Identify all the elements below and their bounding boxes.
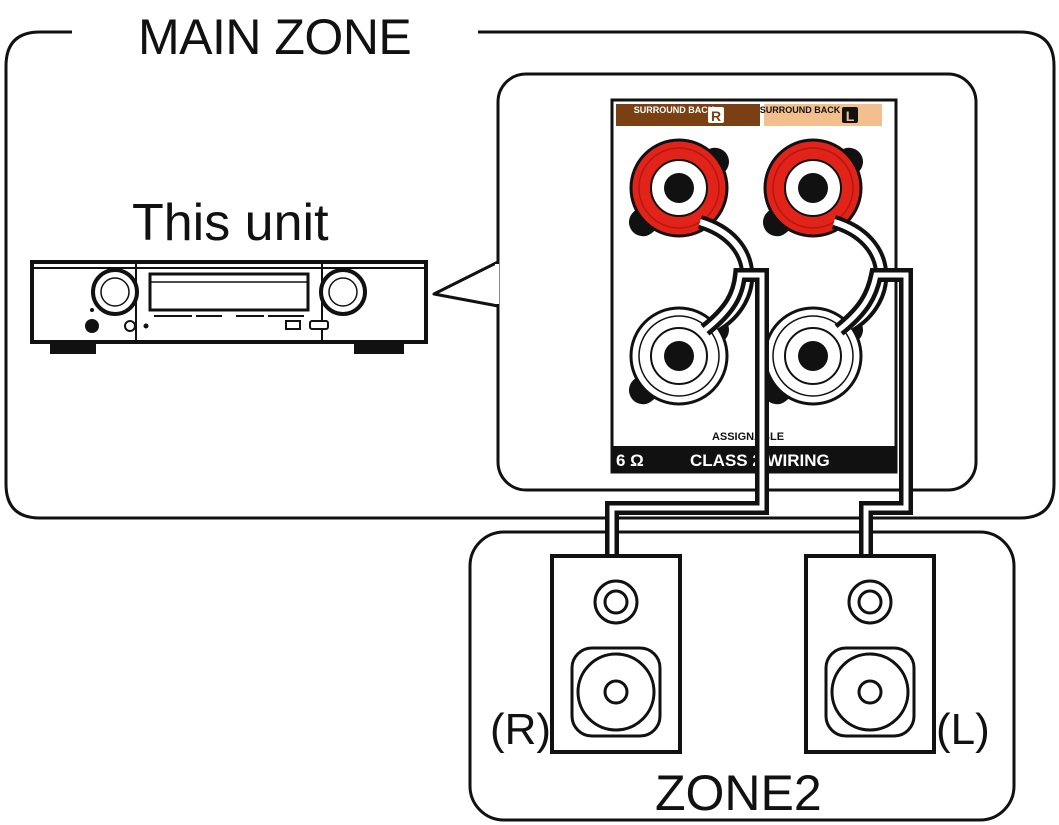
main-zone-frame bbox=[4, 30, 1056, 520]
terminal-left-positive bbox=[762, 138, 864, 238]
av-receiver bbox=[30, 260, 428, 354]
main-zone-label: MAIN ZONE bbox=[138, 9, 412, 65]
woofer-icon bbox=[824, 646, 916, 738]
zone2-label: ZONE2 bbox=[655, 765, 822, 821]
speaker-left bbox=[804, 554, 936, 754]
speaker-right bbox=[550, 554, 682, 754]
speaker-left-label: (L) bbox=[936, 705, 990, 754]
speaker-wire-right bbox=[605, 215, 769, 560]
this-unit-label: This unit bbox=[132, 194, 329, 252]
front-display bbox=[148, 272, 310, 312]
tweeter-icon bbox=[593, 579, 639, 625]
terminal-left-negative bbox=[762, 306, 864, 406]
badge-l: L bbox=[846, 108, 855, 124]
volume-knob-right bbox=[319, 268, 367, 316]
usb-port bbox=[285, 320, 301, 330]
impedance-text: 6 Ω bbox=[616, 451, 644, 470]
badge-r: R bbox=[711, 108, 721, 124]
woofer-icon bbox=[570, 646, 662, 738]
speaker-wire-left bbox=[831, 215, 913, 560]
power-button bbox=[85, 319, 99, 333]
terminal-right-positive bbox=[628, 138, 730, 238]
tweeter-icon bbox=[847, 579, 893, 625]
assignable-text: ASSIGNABLE bbox=[712, 431, 784, 443]
terminal-right-negative bbox=[628, 306, 730, 406]
headphone-jack bbox=[124, 320, 136, 332]
speaker-right-label: (R) bbox=[490, 705, 552, 754]
header-left-text: SURROUND BACK bbox=[760, 105, 841, 115]
hdmi-port bbox=[309, 320, 329, 330]
badge-r-box bbox=[708, 107, 724, 123]
volume-knob-left bbox=[91, 268, 139, 316]
header-right-text: SURROUND BACK bbox=[634, 105, 715, 115]
badge-l-box bbox=[842, 107, 858, 123]
